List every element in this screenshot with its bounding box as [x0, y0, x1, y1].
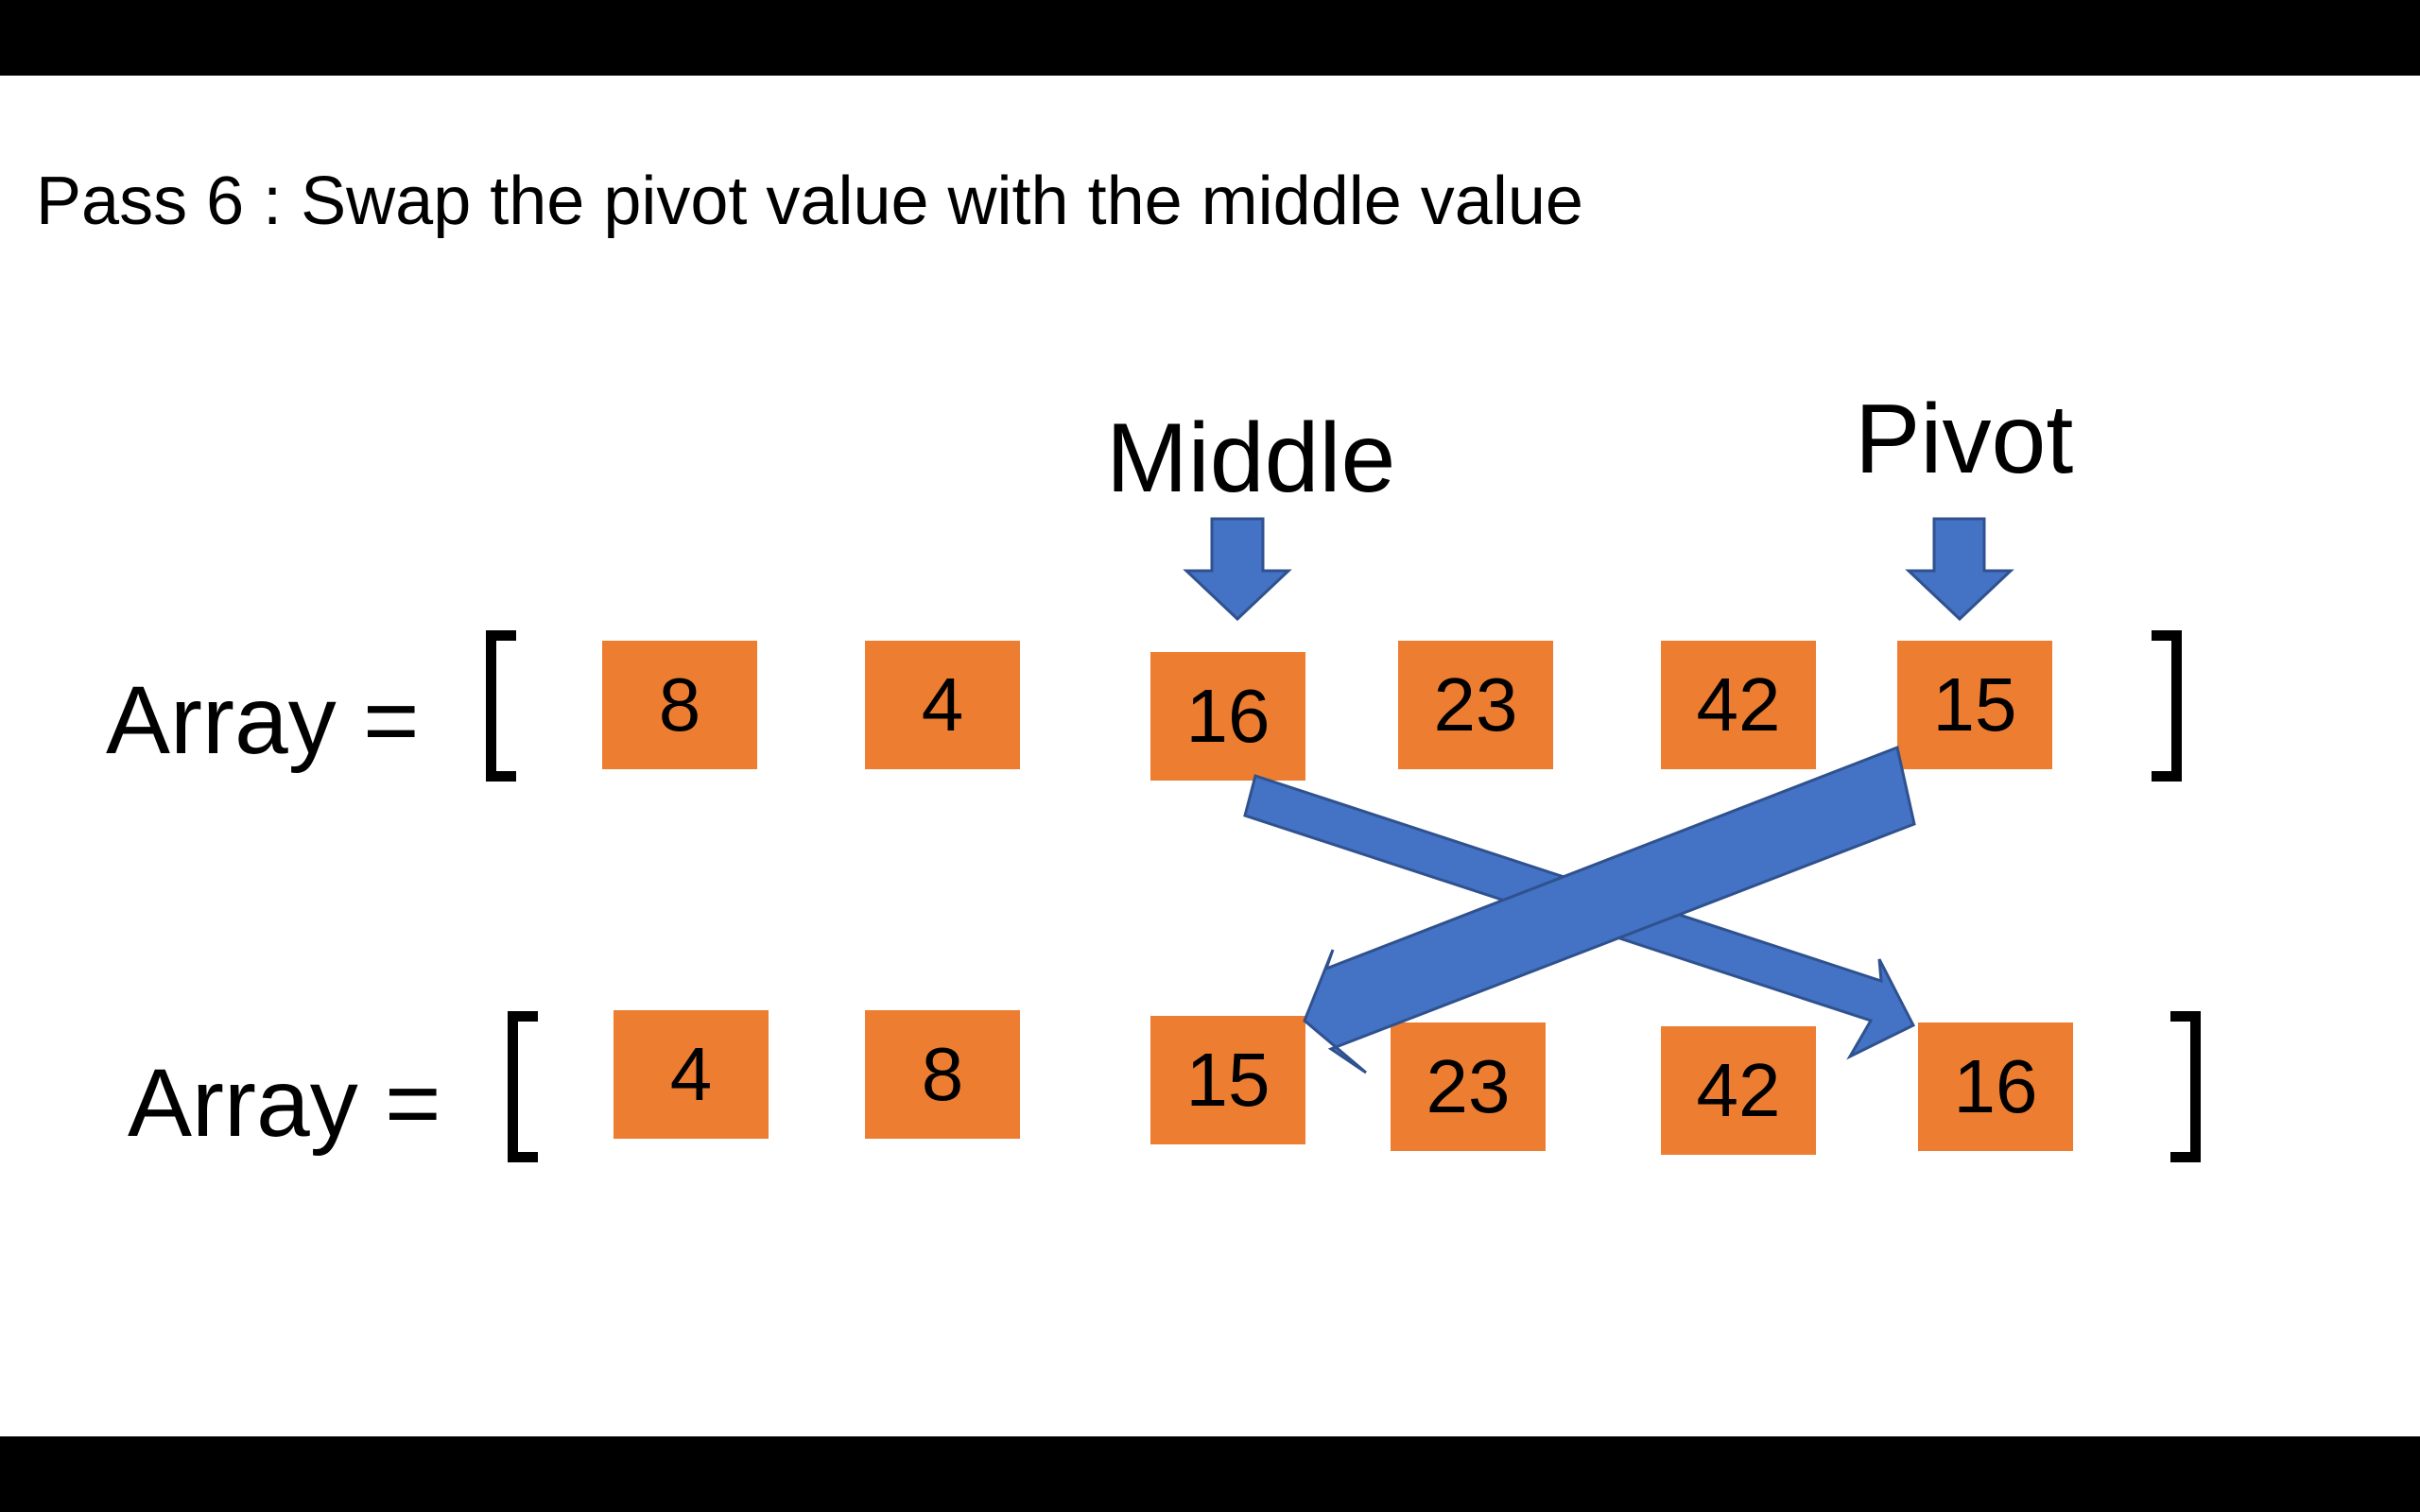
open-bracket-before — [486, 630, 516, 782]
array-cell: 4 — [865, 641, 1020, 769]
array-cell: 8 — [865, 1010, 1020, 1139]
array-cell: 42 — [1661, 641, 1816, 769]
array-cell: 23 — [1398, 641, 1553, 769]
letterbox-top — [0, 0, 2420, 76]
array-label-after: Array = — [128, 1049, 441, 1157]
slide-title: Pass 6 : Swap the pivot value with the m… — [36, 163, 1583, 239]
close-bracket-after — [2170, 1011, 2201, 1162]
slide: Pass 6 : Swap the pivot value with the m… — [0, 76, 2420, 1436]
array-cell: 4 — [614, 1010, 769, 1139]
array-cell: 42 — [1661, 1026, 1816, 1155]
array-cell: 8 — [602, 641, 757, 769]
array-cell-middle: 16 — [1150, 652, 1305, 781]
middle-label: Middle — [1106, 404, 1396, 513]
array-cell: 23 — [1391, 1022, 1546, 1151]
pivot-label: Pivot — [1855, 385, 2074, 494]
letterbox-bottom — [0, 1436, 2420, 1512]
array-label-before: Array = — [106, 666, 420, 774]
open-bracket-after — [508, 1011, 538, 1162]
middle-down-arrow-icon — [1183, 517, 1292, 622]
pivot-down-arrow-icon — [1905, 517, 2014, 622]
close-bracket-before — [2152, 630, 2182, 782]
array-cell-pivot: 15 — [1897, 641, 2052, 769]
array-cell-swapped: 16 — [1918, 1022, 2073, 1151]
swap-arrow-middle-to-end-icon — [1243, 774, 1916, 1060]
array-cell-swapped: 15 — [1150, 1016, 1305, 1144]
